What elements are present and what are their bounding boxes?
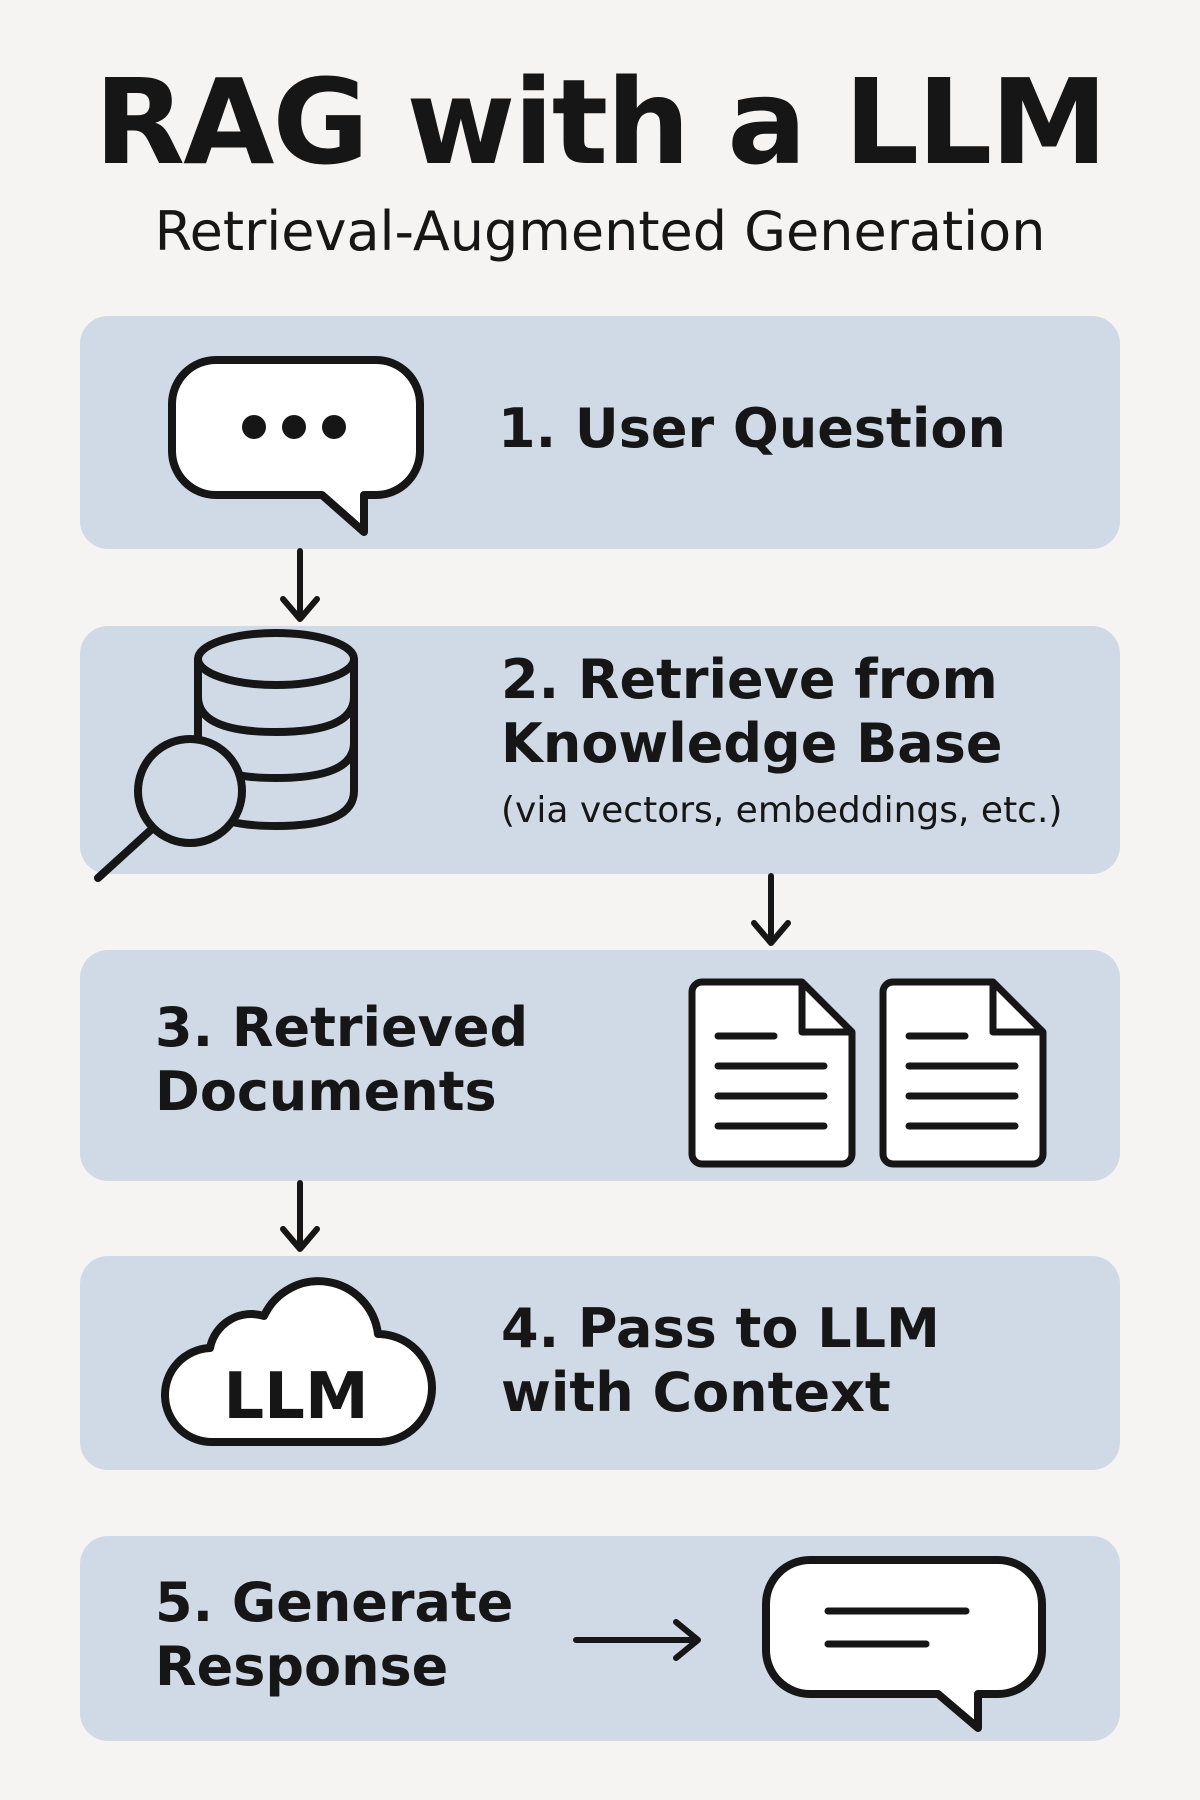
flow-arrow-1 (280, 548, 320, 622)
step-pass-to-llm: LLM 4. Pass to LLM with Context (80, 1256, 1120, 1470)
database-search-icon (94, 629, 358, 882)
step-5-label-line2: Response (155, 1635, 449, 1698)
cloud-icon-text: LLM (223, 1360, 368, 1434)
cloud-icon: LLM (161, 1277, 436, 1447)
flow-arrow-3 (280, 1180, 320, 1252)
page-subtitle: Retrieval-Augmented Generation (154, 200, 1046, 263)
step-3-label-line1: 3. Retrieved (155, 996, 529, 1059)
step-user-question: 1. User Question (80, 316, 1120, 549)
step-3-label-line2: Documents (155, 1060, 497, 1123)
chat-bubble-ellipsis-icon (168, 356, 424, 536)
step-1-label: 1. User Question (498, 397, 1006, 460)
response-arrow (573, 1619, 701, 1661)
flow-arrow-2 (751, 873, 791, 946)
step-retrieved-documents: 3. Retrieved Documents (80, 950, 1120, 1181)
step-generate-response: 5. Generate Response (80, 1536, 1120, 1741)
step-retrieve: 2. Retrieve from Knowledge Base (via vec… (80, 626, 1120, 882)
step-4-label-line2: with Context (501, 1361, 891, 1424)
page-title: RAG with a LLM (94, 53, 1108, 191)
step-5-label-line1: 5. Generate (155, 1571, 514, 1634)
step-4-label-line1: 4. Pass to LLM (501, 1297, 940, 1360)
chat-bubble-lines-icon (762, 1556, 1046, 1732)
document-icon (688, 978, 856, 1168)
step-2-label-line2: Knowledge Base (501, 712, 1003, 775)
step-2-label-line1: 2. Retrieve from (501, 648, 998, 711)
document-icon (879, 978, 1047, 1168)
step-2-note: (via vectors, embeddings, etc.) (501, 790, 1063, 831)
